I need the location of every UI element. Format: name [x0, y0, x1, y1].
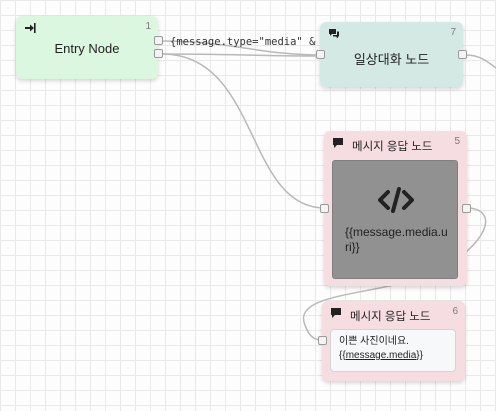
- edge-condition-label[interactable]: {message.type="media" &: [170, 36, 316, 48]
- media-uri-text: {{message.media.uri}}: [345, 225, 448, 254]
- node-number: 5: [454, 136, 460, 147]
- output-port[interactable]: [458, 50, 467, 59]
- comment-icon: [331, 308, 341, 318]
- code-icon: [378, 187, 414, 213]
- entry-node[interactable]: 1 Entry Node: [16, 16, 163, 79]
- node-title: 일상대화 노드: [353, 52, 430, 67]
- output-port[interactable]: [462, 204, 471, 213]
- input-port[interactable]: [318, 336, 327, 345]
- template-variable-link[interactable]: message.media: [345, 350, 417, 361]
- message-line: 이쁜 사진이네요.: [339, 336, 409, 347]
- output-port[interactable]: [154, 36, 163, 45]
- media-response-node[interactable]: 메시지 응답 노드 5 {{message.media.uri}}: [320, 131, 471, 286]
- sign-in-icon: [25, 23, 36, 33]
- input-port[interactable]: [320, 204, 329, 213]
- node-title: Entry Node: [54, 41, 120, 56]
- node-number: 1: [145, 21, 151, 32]
- template-brace: }}: [416, 350, 423, 361]
- comment-icon: [333, 138, 343, 148]
- chat-node[interactable]: 7 일상대화 노드: [316, 22, 467, 87]
- input-port[interactable]: [316, 50, 325, 59]
- edge-entry-to-media-response[interactable]: [161, 53, 326, 209]
- text-response-node[interactable]: 메시지 응답 노드 6 이쁜 사진이네요. {{message.media}}: [318, 301, 465, 381]
- media-content-box[interactable]: {{message.media.uri}}: [332, 160, 458, 279]
- node-title: 메시지 응답 노드: [350, 311, 431, 323]
- template-brace: {{: [339, 350, 346, 361]
- node-number: 7: [450, 27, 456, 38]
- message-text-box[interactable]: 이쁜 사진이네요. {{message.media}}: [330, 329, 456, 372]
- output-port[interactable]: [154, 49, 163, 58]
- node-number: 6: [452, 306, 458, 317]
- message-line: {{message.media}}: [339, 349, 455, 363]
- edge-chat-out[interactable]: [465, 54, 496, 69]
- edge-entry-to-chat-2[interactable]: [161, 53, 322, 57]
- node-title: 메시지 응답 노드: [352, 141, 433, 153]
- comments-icon: [329, 29, 339, 39]
